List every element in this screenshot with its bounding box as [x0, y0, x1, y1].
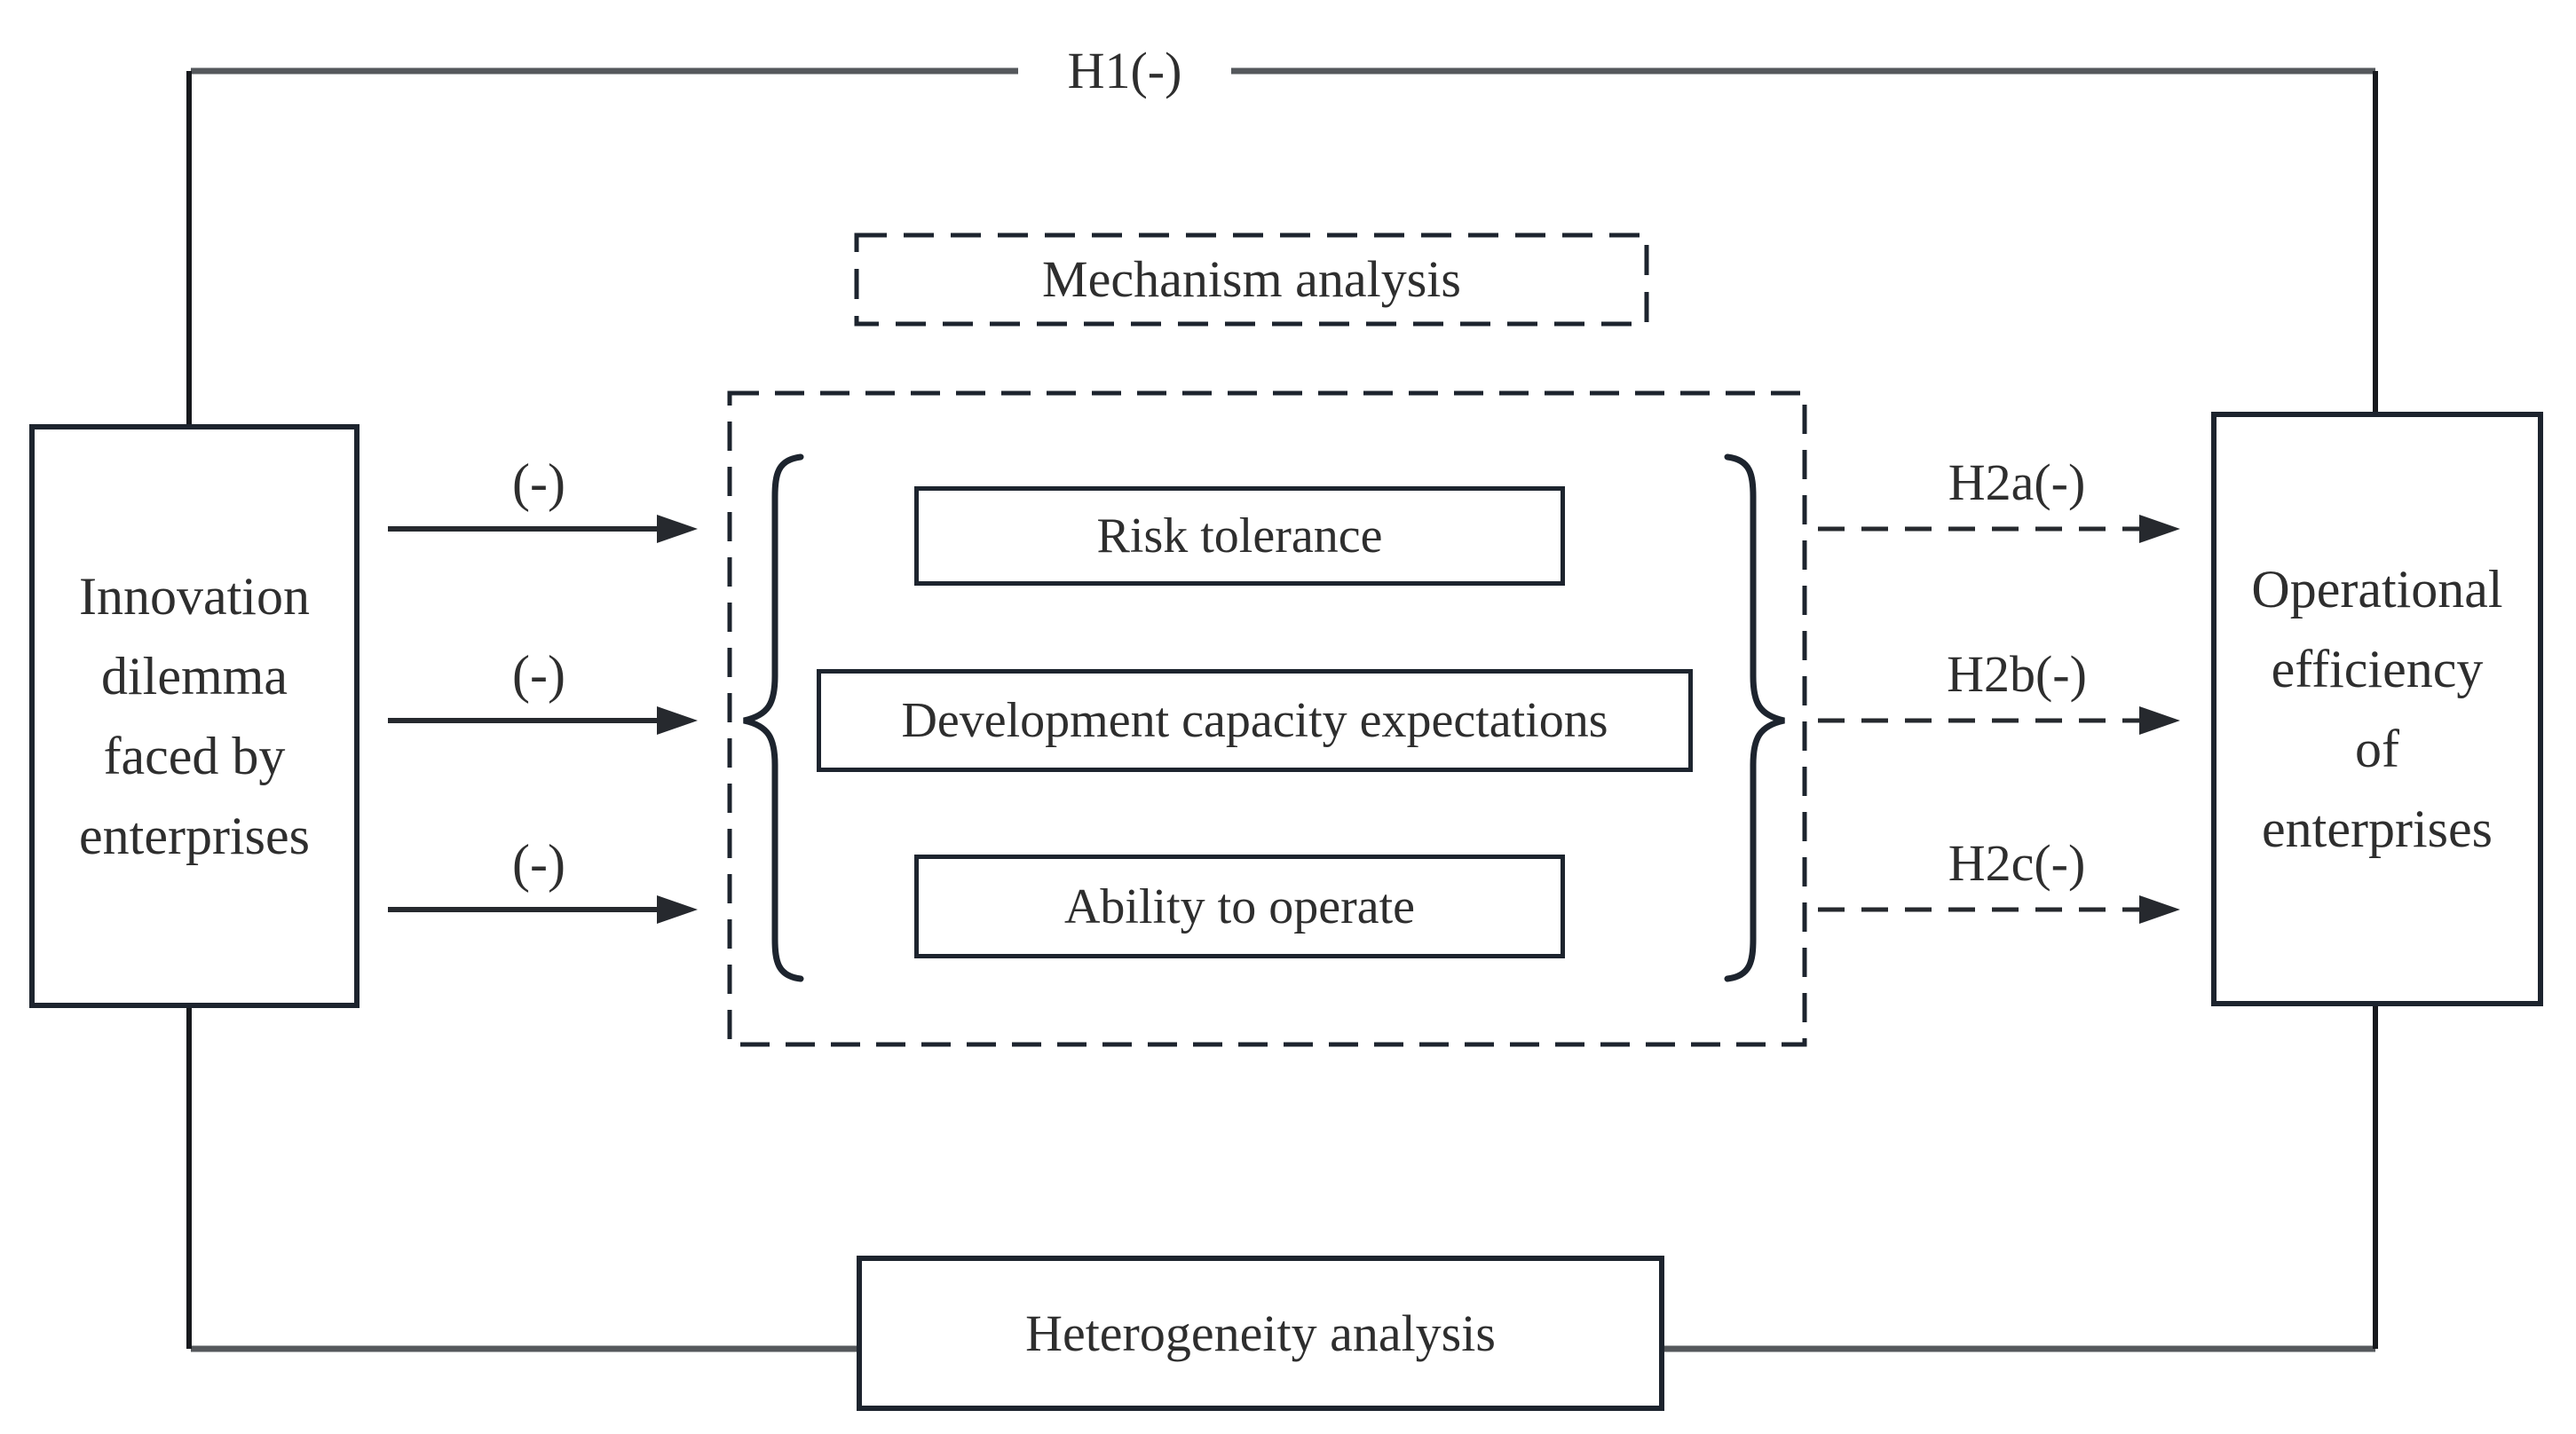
dashed-arrow-h2c-head	[2139, 895, 2180, 924]
risk-tolerance-label: Risk tolerance	[1096, 508, 1383, 563]
mechanism-analysis-title: Mechanism analysis	[1042, 250, 1461, 308]
operational-efficiency-line: enterprises	[2262, 800, 2493, 858]
h2b-hypothesis-label: H2b(-)	[1947, 645, 2087, 703]
mechanism-label-dashed-box	[854, 232, 1649, 327]
development-capacity-label: Development capacity expectations	[901, 693, 1608, 748]
operational-efficiency-line: Operational	[2251, 560, 2503, 619]
minus-label-middle: (-)	[512, 645, 565, 704]
heterogeneity-analysis-box: Heterogeneity analysis	[857, 1256, 1664, 1411]
right-curly-brace	[1724, 453, 1785, 982]
ability-to-operate-label: Ability to operate	[1063, 879, 1415, 934]
innovation-dilemma-line: Innovation	[79, 567, 310, 626]
dashed-arrow-h2a-head	[2139, 515, 2180, 543]
h1-hypothesis-label: H1(-)	[1018, 31, 1231, 111]
solid-arrow-bottom-head	[657, 895, 698, 924]
development-capacity-box: Development capacity expectations	[817, 669, 1693, 772]
innovation-dilemma-line: dilemma	[101, 647, 288, 705]
innovation-dilemma-line: faced by	[103, 727, 286, 785]
solid-arrow-middle-head	[657, 706, 698, 735]
dashed-arrow-h2b-head	[2139, 706, 2180, 735]
minus-label-top: (-)	[512, 453, 565, 512]
minus-label-bottom: (-)	[512, 834, 565, 893]
mechanism-dashed-box	[727, 390, 1807, 1047]
operational-efficiency-line: of	[2355, 720, 2399, 778]
ability-to-operate-box: Ability to operate	[914, 855, 1565, 958]
operational-efficiency-line: efficiency	[2271, 640, 2484, 698]
operational-efficiency-box: Operational efficiency of enterprises	[2211, 412, 2543, 1006]
risk-tolerance-box: Risk tolerance	[914, 486, 1565, 586]
solid-arrow-top-head	[657, 515, 698, 543]
h2c-hypothesis-label: H2c(-)	[1948, 834, 2086, 892]
left-curly-brace	[743, 453, 804, 982]
innovation-dilemma-box: Innovation dilemma faced by enterprises	[29, 424, 360, 1008]
h2a-hypothesis-label: H2a(-)	[1948, 453, 2086, 511]
heterogeneity-analysis-label: Heterogeneity analysis	[1025, 1304, 1496, 1362]
innovation-dilemma-line: enterprises	[79, 807, 310, 865]
